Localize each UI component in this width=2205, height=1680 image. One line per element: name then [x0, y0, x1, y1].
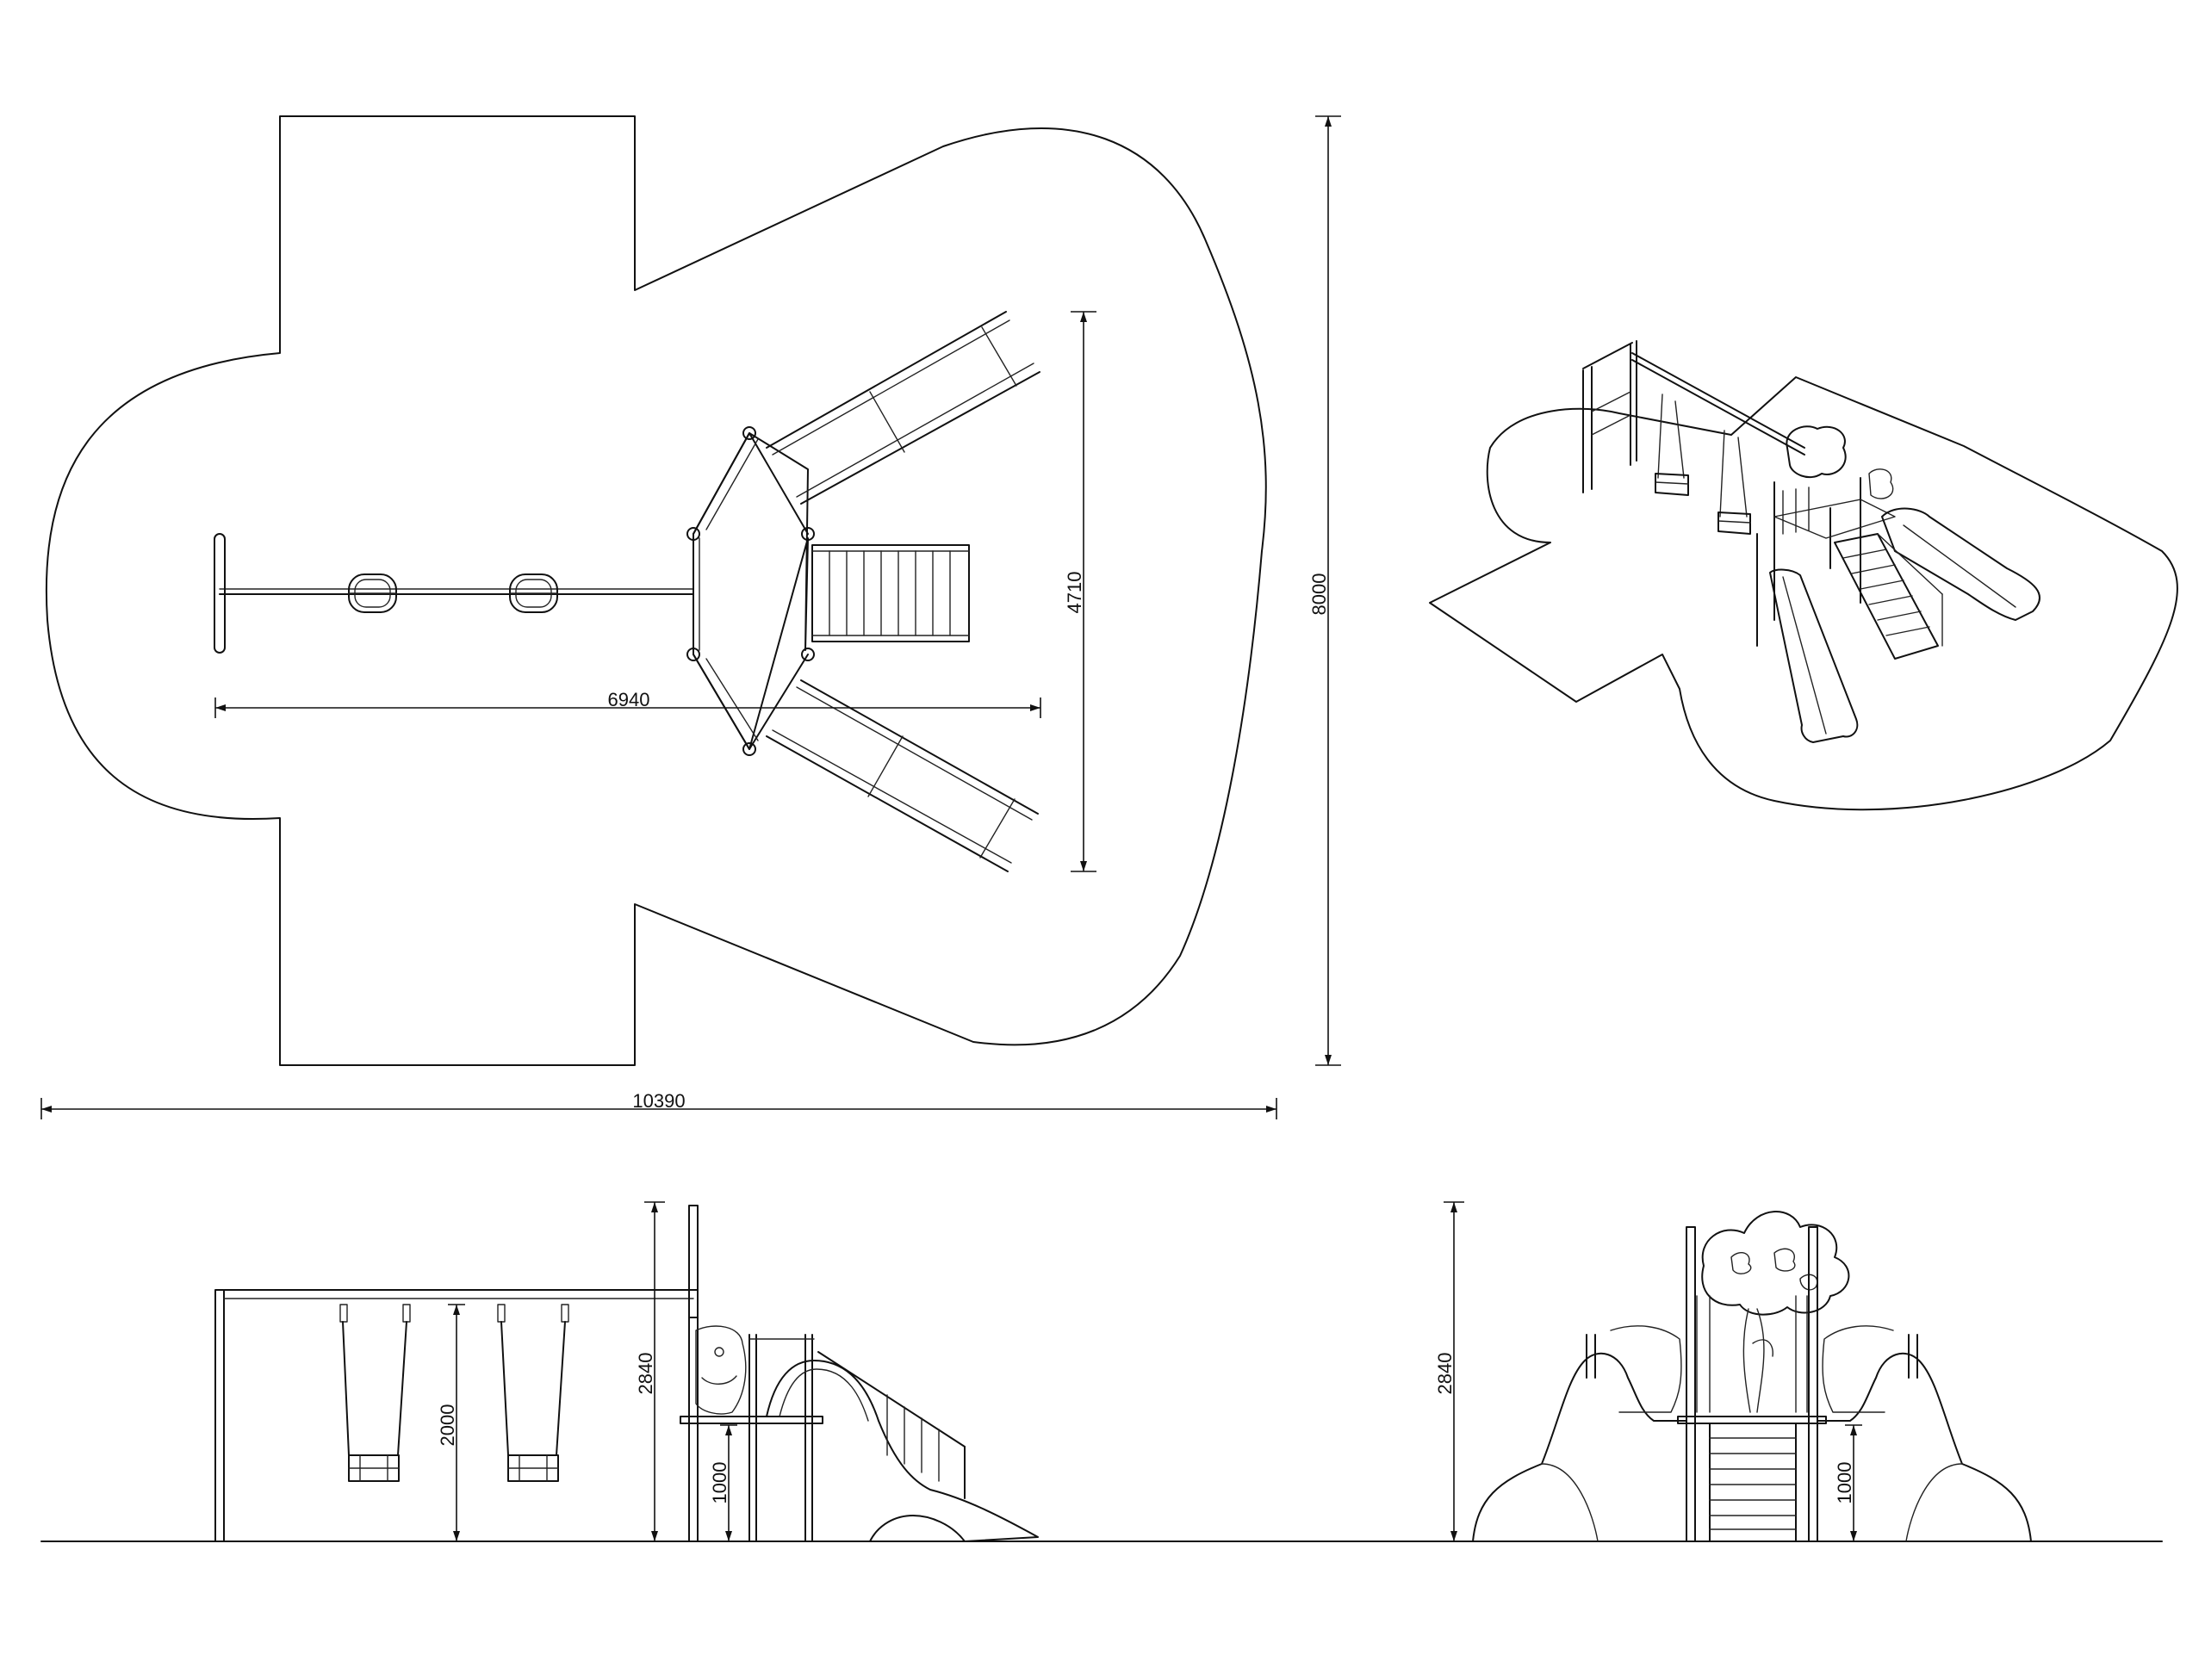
dim-label-total-depth: 8000	[1308, 573, 1330, 616]
dim-label-swing-height: 2000	[437, 1404, 458, 1447]
iso-slide-back	[1881, 507, 2041, 621]
plan-swing-seat-1	[348, 573, 397, 613]
side-elevation: 2000 2840	[40, 1201, 1276, 1542]
side-dimension-platform-height: 1000	[709, 1424, 737, 1541]
side-swing-1	[339, 1304, 411, 1482]
front-slide-right	[1817, 1325, 2032, 1542]
plan-dimension-total-depth: 8000	[1308, 115, 1341, 1066]
dim-label-structure-depth: 4710	[1064, 572, 1085, 614]
front-tower	[1677, 1226, 1827, 1542]
side-swing-2	[497, 1304, 569, 1482]
plan-upper-slide	[766, 311, 1040, 505]
side-dimension-swing-height: 2000	[437, 1304, 465, 1541]
plan-dimension-structure-depth: 4710	[1064, 311, 1096, 872]
iso-safety-zone-outline	[1429, 376, 2178, 811]
plan-swing-seat-2	[509, 573, 558, 613]
side-dimension-total-height: 2840	[635, 1201, 665, 1541]
dim-label-side-total-height: 2840	[635, 1353, 656, 1395]
side-tower	[680, 1205, 823, 1542]
iso-swing-1	[1655, 394, 1689, 496]
dim-label-total-width: 10390	[632, 1090, 685, 1112]
plan-view: 6940 10390 4710 8000	[40, 115, 1341, 1119]
dim-label-front-platform-height: 1000	[1834, 1462, 1855, 1504]
front-ladder	[1709, 1423, 1797, 1542]
dim-label-side-platform-height: 1000	[709, 1462, 730, 1504]
iso-staircase	[1834, 533, 1943, 660]
front-dimension-total-height: 2840	[1434, 1201, 1464, 1541]
side-stair-rail	[817, 1351, 966, 1499]
side-slide	[766, 1360, 1039, 1542]
plan-dimension-total-width: 10390	[40, 1090, 1277, 1119]
front-slide-left	[1472, 1325, 1687, 1542]
side-animal-panel	[695, 1325, 747, 1415]
plan-lower-slide	[766, 679, 1039, 872]
plan-safety-zone-outline	[45, 115, 1267, 1066]
front-elevation: 2840	[1274, 1201, 2163, 1542]
plan-staircase	[811, 544, 970, 642]
plan-dimension-swing-length: 6940	[214, 689, 1041, 718]
dim-label-swing-length: 6940	[608, 689, 650, 710]
front-dimension-platform-height: 1000	[1834, 1424, 1862, 1541]
isometric-view	[1429, 340, 2178, 811]
side-swing-post-left	[214, 1289, 225, 1542]
dim-label-front-total-height: 2840	[1434, 1353, 1456, 1395]
iso-swing-frame	[1582, 340, 1805, 493]
iso-slide-front	[1769, 568, 1859, 743]
front-tree-canopy	[1701, 1211, 1850, 1316]
iso-swing-2	[1717, 430, 1751, 535]
plan-platform-hexagon	[693, 432, 809, 750]
plan-swing-frame-end	[214, 533, 226, 654]
